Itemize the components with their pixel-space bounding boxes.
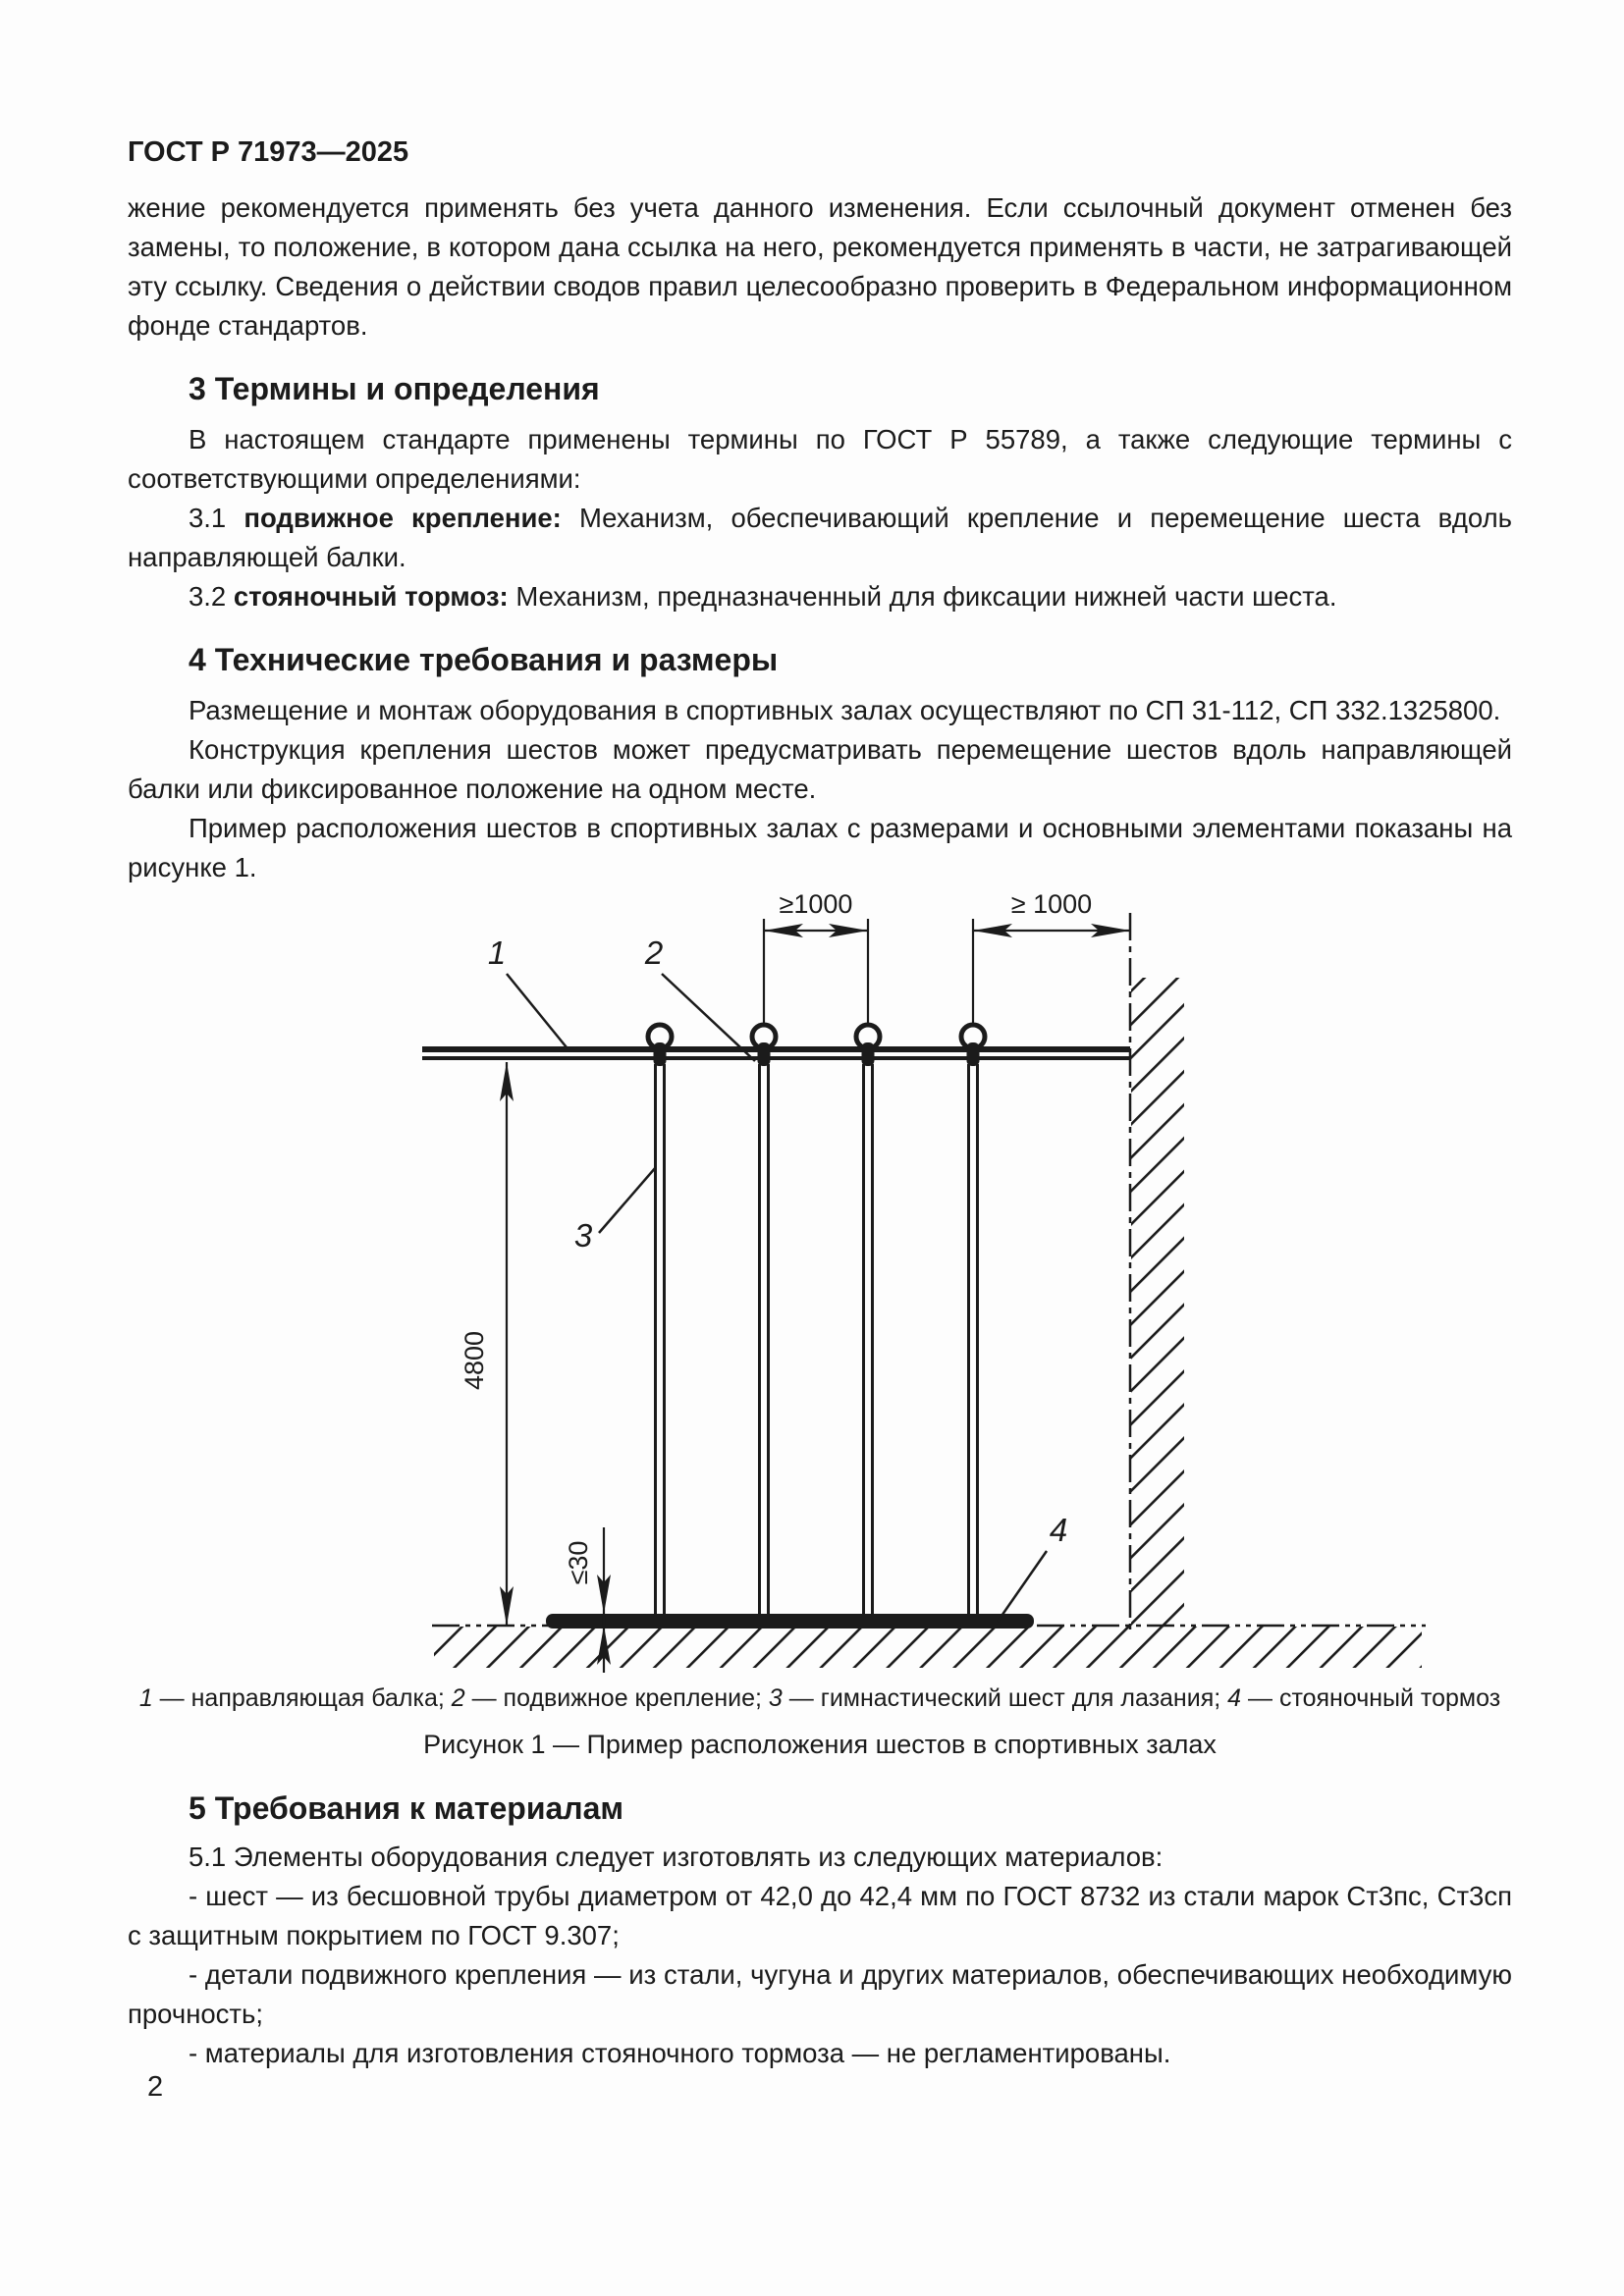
- leader-line-2: [661, 973, 756, 1062]
- callout-label-4: 4: [1050, 1512, 1067, 1548]
- term-name: стояночный тормоз:: [233, 581, 516, 612]
- term-name: подвижное крепление:: [244, 503, 579, 533]
- callout-label-3: 3: [574, 1217, 593, 1254]
- figure-caption: Рисунок 1 — Пример расположения шестов в…: [423, 1730, 1217, 1759]
- guide-beam-bottom-chord: [422, 1056, 1130, 1060]
- technical-drawing: ≥1000 ≥ 1000 4800 ≤30 1 2 3: [422, 889, 1426, 1673]
- dimension-gap: ≤30: [564, 1541, 593, 1585]
- arrowhead-right: [829, 924, 868, 937]
- intro-continuation-paragraph: жение рекомендуется применять без учета …: [128, 192, 1512, 341]
- page-number: 2: [147, 2071, 164, 2103]
- legend-text: — стояночный тормоз: [1241, 1684, 1501, 1712]
- leader-line-3: [598, 1166, 657, 1234]
- legend-text: — гимнастический шест для лазания;: [782, 1684, 1228, 1712]
- pole-assembly-2: [749, 1022, 779, 1622]
- term-definition: Механизм, обеспечивающий крепление и пер…: [128, 503, 1512, 572]
- mount-clamp: [653, 1042, 667, 1066]
- wall-hatching: [1131, 978, 1184, 1626]
- term-definition: Механизм, предназначенный для фиксации н…: [515, 581, 1337, 612]
- section5-heading: 5 Требования к материалам: [189, 1790, 624, 1826]
- dimension-height: 4800: [460, 1331, 489, 1390]
- section4-paragraph: Размещение и монтаж оборудования в спорт…: [189, 695, 1501, 725]
- leader-line-1: [506, 973, 568, 1048]
- figure-legend: 1 — направляющая балка; 2 — подвижное кр…: [128, 1682, 1512, 1714]
- arrowhead-right: [1091, 924, 1130, 937]
- legend-number: 1: [138, 1684, 153, 1712]
- dimension-spacing-2: ≥ 1000: [1011, 889, 1092, 919]
- guide-beam-top-chord: [422, 1046, 1130, 1052]
- standard-code-header: ГОСТ Р 71973—2025: [128, 136, 409, 168]
- leader-line-4: [996, 1550, 1049, 1623]
- pole-assembly-4: [958, 1022, 988, 1622]
- term-number: 3.2: [189, 581, 234, 612]
- dimension-spacing-1: ≥1000: [780, 889, 853, 919]
- callout-label-2: 2: [644, 934, 663, 971]
- section4-paragraph: Пример расположения шестов в спортивных …: [128, 813, 1512, 882]
- term-3-2: 3.2 стояночный тормоз: Механизм, предназ…: [128, 577, 1512, 616]
- legend-text: — подвижное крепление;: [464, 1684, 769, 1712]
- section5-item: - шест — из бесшовной трубы диаметром от…: [128, 1881, 1512, 1950]
- section4-paragraph: Конструкция крепления шестов может преду…: [128, 734, 1512, 804]
- section5-item: - материалы для изготовления стояночного…: [189, 2038, 1171, 2068]
- arrowhead-left: [764, 924, 803, 937]
- section4-heading: 4 Технические требования и размеры: [189, 642, 779, 677]
- arrowhead-up: [500, 1062, 514, 1101]
- figure-1-drawing: ≥1000 ≥ 1000 4800 ≤30 1 2 3: [0, 887, 1624, 1673]
- legend-number: 3: [768, 1684, 783, 1712]
- floor-hatching: [434, 1627, 1422, 1668]
- section5-item: - детали подвижного крепления — из стали…: [128, 1959, 1512, 2029]
- pole-assembly-1: [645, 1022, 675, 1622]
- section3-intro: В настоящем стандарте применены термины …: [128, 424, 1512, 494]
- parking-brake-bar: [546, 1614, 1034, 1629]
- section3-heading: 3 Термины и определения: [189, 371, 600, 406]
- arrowhead-down: [597, 1575, 611, 1614]
- term-3-1: 3.1 подвижное крепление: Механизм, обесп…: [128, 499, 1512, 577]
- legend-text: — направляющая балка;: [152, 1684, 452, 1712]
- legend-number: 4: [1227, 1684, 1242, 1712]
- mount-clamp: [966, 1042, 980, 1066]
- arrowhead-up: [597, 1626, 611, 1665]
- section5-intro: 5.1 Элементы оборудования следует изгото…: [189, 1842, 1164, 1872]
- legend-number: 2: [451, 1684, 465, 1712]
- mount-clamp: [861, 1042, 875, 1066]
- callout-label-1: 1: [488, 934, 506, 971]
- pole-assembly-3: [853, 1022, 883, 1622]
- mount-clamp: [757, 1042, 771, 1066]
- arrowhead-down: [500, 1586, 514, 1626]
- arrowhead-left: [973, 924, 1012, 937]
- term-number: 3.1: [189, 503, 244, 533]
